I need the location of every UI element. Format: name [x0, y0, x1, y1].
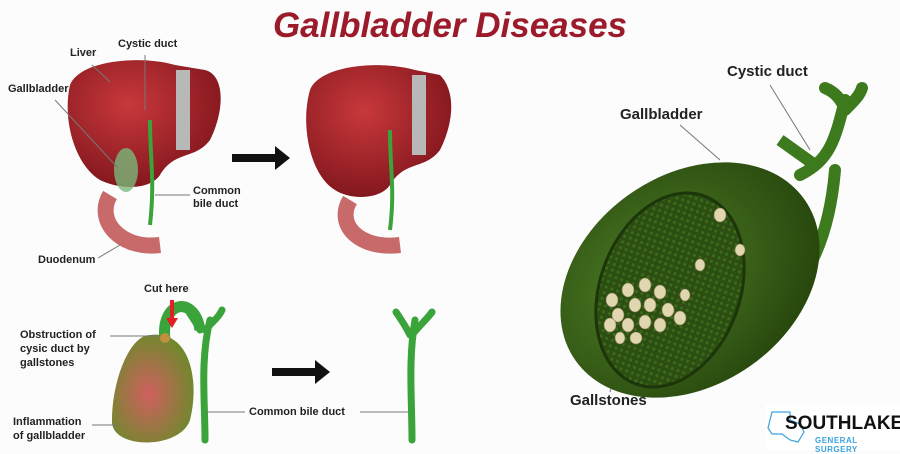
gallstones [603, 207, 746, 345]
logo-line2: GENERAL SURGERY [815, 436, 858, 454]
inflamed-gallbladder [111, 300, 226, 444]
arrow-icon [232, 146, 290, 170]
duodenum [337, 195, 401, 254]
common-bile-duct [148, 119, 155, 226]
logo-outline [767, 411, 805, 443]
duodenum [97, 190, 161, 254]
label-cut-here: Cut here [144, 283, 189, 295]
label-inflammation-1: Inflammation [13, 416, 82, 428]
liver-after [306, 65, 452, 254]
label-common-bile-duct-1: Common [193, 185, 241, 197]
page-title: Gallbladder Diseases [272, 6, 628, 45]
label-common-bile-duct-2: bile duct [193, 198, 239, 210]
label-common-bile-duct: Common bile duct [249, 406, 345, 418]
label-right-gallbladder: Gallbladder [620, 106, 703, 123]
label-gallstones: Gallstones [570, 392, 647, 409]
label-obstruction-1: Obstruction of [20, 329, 96, 341]
label-obstruction-2: cysic duct by [20, 343, 90, 355]
southlake-logo: SOUTHLAKE GENERAL SURGERY [765, 405, 900, 454]
label-obstruction-3: gallstones [20, 357, 75, 369]
arrow-icon [272, 360, 330, 384]
liver-before [67, 60, 221, 254]
label-cystic-duct: Cystic duct [118, 38, 178, 50]
label-gallbladder: Gallbladder [8, 83, 69, 95]
ligament [176, 70, 190, 150]
gallbladder [114, 148, 138, 192]
gallstone [160, 333, 170, 343]
label-duodenum: Duodenum [38, 254, 96, 266]
bile-duct-after [392, 308, 436, 444]
gallbladder-cross-section [560, 82, 868, 398]
label-liver: Liver [70, 47, 97, 59]
label-right-cystic-duct: Cystic duct [727, 63, 808, 80]
label-inflammation-2: of gallbladder [13, 430, 86, 442]
logo-line1: SOUTHLAKE [785, 413, 900, 434]
